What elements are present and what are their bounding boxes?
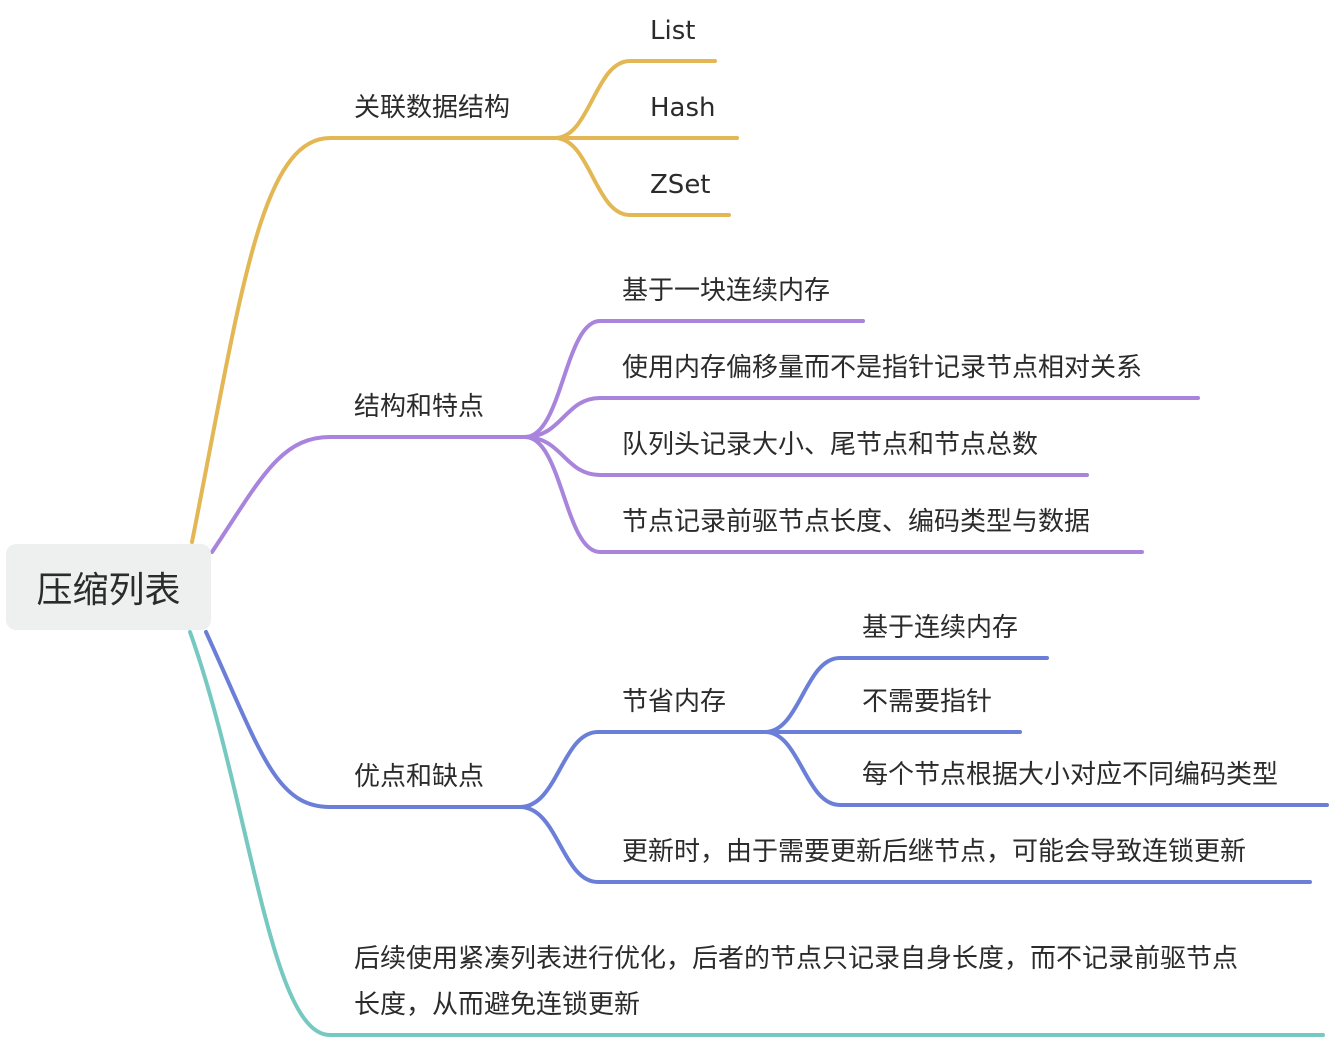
node-based-contiguous[interactable]: 基于连续内存 [862,613,1019,643]
root-node[interactable]: 压缩列表 [6,544,211,630]
node-hash[interactable]: Hash [650,93,716,123]
node-variable-encoding[interactable]: 每个节点根据大小对应不同编码类型 [862,760,1279,790]
node-optimization-note[interactable]: 后续使用紧凑列表进行优化，后者的节点只记录自身长度，而不记录前驱节点 长度，从而… [354,936,1329,1028]
connector-to-encoding [763,730,1329,807]
note-line-2: 长度，从而避免连锁更新 [354,990,641,1020]
connector-to-cascade [518,805,1312,884]
branch-relational-structures[interactable]: 关联数据结构 [354,93,511,123]
connector-to-save-memory [518,730,767,809]
node-save-memory[interactable]: 节省内存 [622,687,727,717]
connector-to-header [523,435,1089,477]
connector-root-to-proscons [204,630,522,809]
note-line-1: 后续使用紧凑列表进行优化，后者的节点只记录自身长度，而不记录前驱节点 [354,944,1239,974]
node-entry-layout[interactable]: 节点记录前驱节点长度、编码类型与数据 [622,507,1091,537]
node-zset[interactable]: ZSet [650,170,711,200]
node-contiguous-memory[interactable]: 基于一块连续内存 [622,276,831,306]
connector-to-contiguous [523,319,865,439]
node-list[interactable]: List [650,16,696,46]
node-no-pointer[interactable]: 不需要指针 [862,687,993,717]
node-header-info[interactable]: 队列头记录大小、尾节点和节点总数 [622,430,1039,460]
branch-structure-features[interactable]: 结构和特点 [354,392,485,422]
node-offset-relation[interactable]: 使用内存偏移量而不是指针记录节点相对关系 [622,353,1143,383]
connector-to-zset [553,136,731,217]
branch-pros-cons[interactable]: 优点和缺点 [354,762,485,792]
connector-root-to-relational [190,136,557,544]
connector-to-entry [523,435,1144,554]
connector-root-to-structure [210,435,527,554]
connector-to-based-contiguous [763,656,1049,734]
connector-to-list [553,59,717,140]
connector-to-offset [523,396,1200,439]
connector-root-to-note [188,630,1325,1037]
node-cascade-update[interactable]: 更新时，由于需要更新后继节点，可能会导致连锁更新 [622,837,1247,867]
